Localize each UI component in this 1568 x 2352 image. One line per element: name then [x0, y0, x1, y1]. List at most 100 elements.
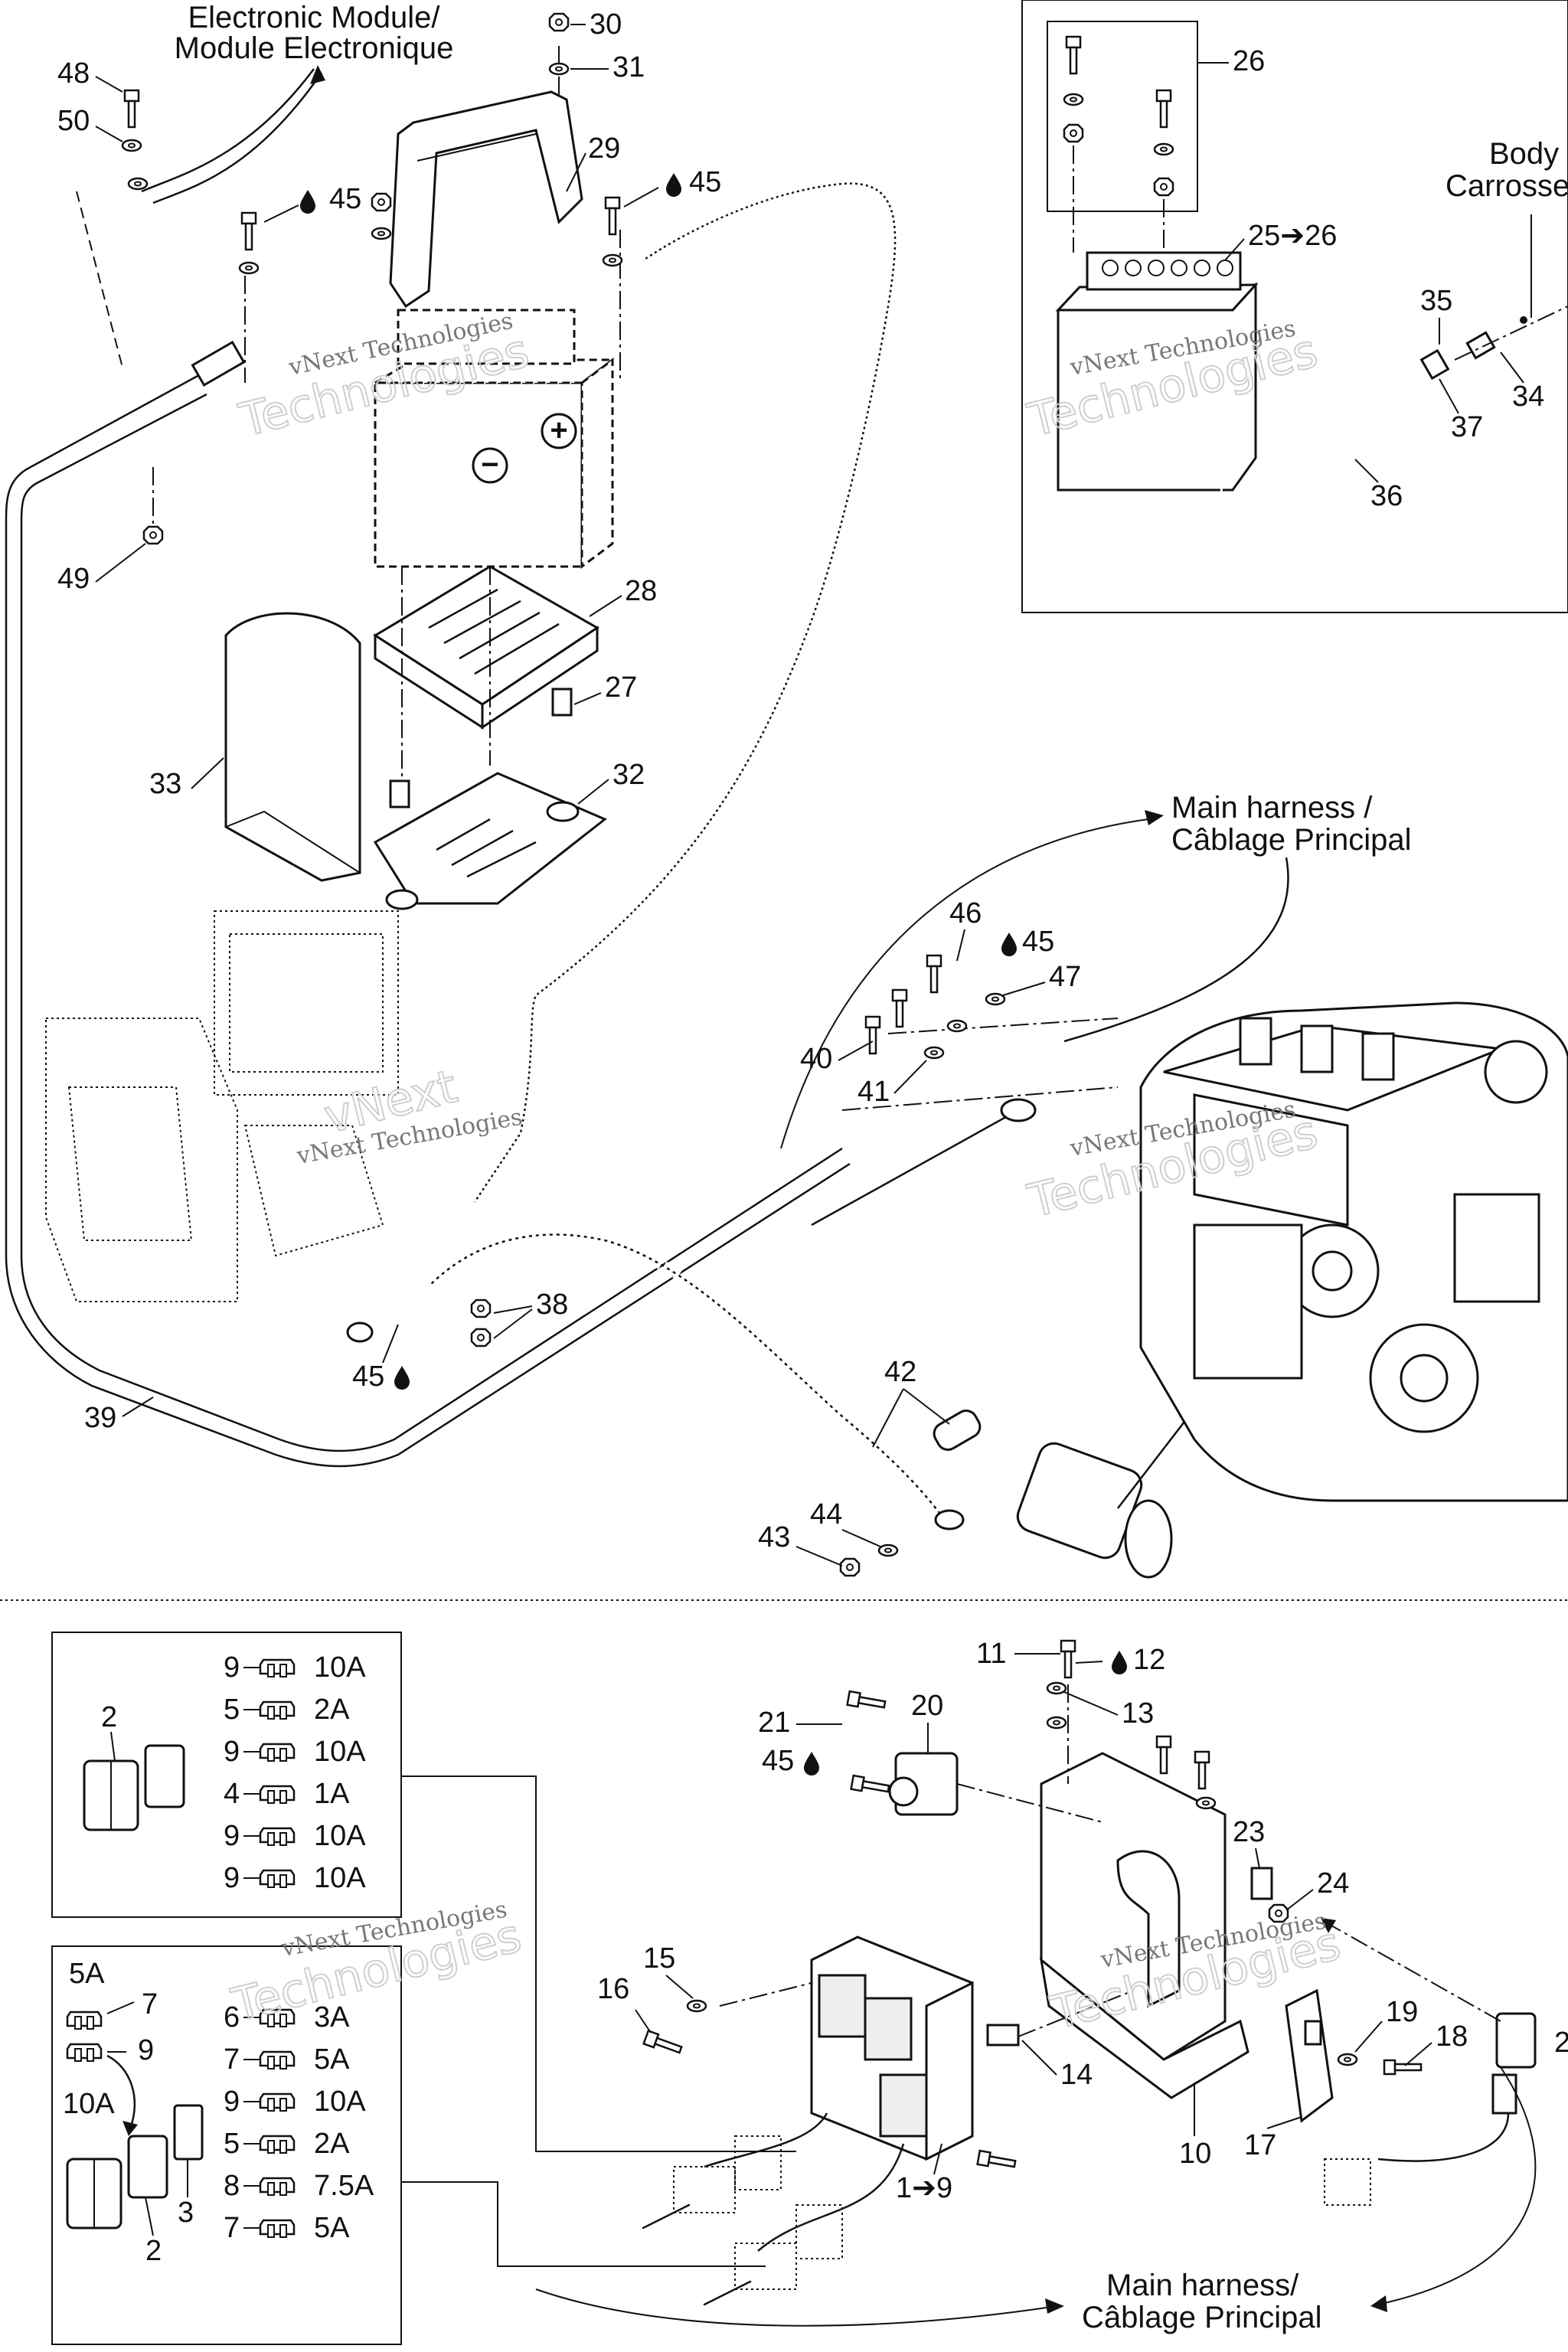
- svg-text:49: 49: [57, 563, 90, 595]
- svg-text:10A: 10A: [314, 2086, 366, 2118]
- fuse-box-module: [810, 1936, 974, 2161]
- svg-text:40: 40: [800, 1043, 832, 1075]
- starter-motor: [1016, 1442, 1173, 1579]
- fuse-icon: [259, 1700, 296, 1720]
- svg-text:2A: 2A: [314, 2128, 350, 2160]
- battery: [371, 309, 616, 569]
- svg-text:10A: 10A: [314, 1820, 366, 1852]
- harness-wire: [704, 2112, 828, 2168]
- main-harness-label-fr: Câblage Principal: [1171, 823, 1412, 857]
- svg-text:15: 15: [643, 1942, 675, 1975]
- svg-text:23: 23: [1233, 1816, 1265, 1848]
- fuse-panel-2-frame: [51, 1945, 402, 2345]
- svg-text:41: 41: [858, 1076, 890, 1108]
- electronic-module-label: Electronic Module/: [188, 1, 440, 34]
- svg-text:10A: 10A: [63, 2088, 115, 2120]
- mounting-bracket: [1039, 1752, 1250, 2099]
- svg-text:2: 2: [1554, 2027, 1568, 2059]
- watermark: vNext Technologies Technologies vNext Te…: [226, 308, 1347, 2041]
- svg-text:34: 34: [1512, 381, 1544, 413]
- clip: [986, 2024, 1020, 2047]
- svg-text:10A: 10A: [314, 1862, 366, 1894]
- module-leader: [141, 68, 315, 193]
- main-harness-label: Main harness /: [1171, 791, 1373, 825]
- svg-text:48: 48: [57, 57, 90, 90]
- inset-bolts: [1063, 35, 1174, 253]
- svg-text:27: 27: [605, 671, 637, 704]
- svg-text:7: 7: [224, 2212, 240, 2244]
- relay: [888, 1752, 959, 1816]
- svg-text:24: 24: [1317, 1867, 1349, 1900]
- part-callouts: 48 50 45 45 30 31 29 49 28 27 32 33 46 4…: [57, 8, 1568, 2267]
- svg-text:13: 13: [1122, 1697, 1154, 1730]
- svg-text:35: 35: [1420, 285, 1452, 317]
- svg-text:2A: 2A: [314, 1694, 350, 1726]
- svg-text:−: −: [481, 448, 498, 482]
- svg-text:45: 45: [329, 183, 361, 215]
- battery-strap: [389, 90, 583, 309]
- battery-plus-terminal: +: [541, 413, 577, 449]
- battery-kit-inset-frame: [1021, 0, 1568, 613]
- svg-text:1A: 1A: [314, 1778, 350, 1810]
- svg-text:8: 8: [224, 2170, 240, 2202]
- fuse-holder-clip: [173, 2104, 204, 2161]
- fuse-icon: [259, 2177, 296, 2197]
- svg-text:25➔26: 25➔26: [1248, 220, 1337, 252]
- svg-text:12: 12: [1133, 1644, 1165, 1676]
- ground-cable: [5, 374, 851, 1468]
- battery-support-plate: [373, 772, 607, 910]
- svg-text:31: 31: [612, 51, 645, 83]
- fuse-icon: [259, 1785, 296, 1805]
- svg-text:45: 45: [352, 1361, 384, 1393]
- fuse-icon: [259, 1827, 296, 1847]
- svg-text:3A: 3A: [314, 2001, 350, 2034]
- fuse-icon: [66, 2043, 103, 2063]
- svg-text:29: 29: [588, 132, 620, 165]
- svg-text:5: 5: [224, 2128, 240, 2160]
- battery-cover: [224, 612, 361, 882]
- svg-text:9: 9: [224, 2086, 240, 2118]
- svg-text:7.5A: 7.5A: [314, 2170, 374, 2202]
- svg-text:32: 32: [612, 759, 645, 791]
- svg-text:9: 9: [224, 1820, 240, 1852]
- svg-text:3: 3: [178, 2197, 194, 2229]
- svg-text:50: 50: [57, 105, 90, 137]
- svg-text:37: 37: [1451, 411, 1483, 443]
- harness-plug: [703, 2280, 752, 2306]
- svg-text:6: 6: [224, 2001, 240, 2034]
- svg-text:2: 2: [101, 1701, 117, 1733]
- ground-strap: [811, 1109, 1019, 1227]
- svg-text:18: 18: [1436, 2020, 1468, 2053]
- clip: [1250, 1867, 1273, 1900]
- svg-text:4: 4: [224, 1778, 240, 1810]
- svg-text:42: 42: [884, 1356, 916, 1388]
- switch: [1285, 1988, 1334, 2123]
- fuse-panel-1-frame: [51, 1632, 402, 1918]
- main-harness-label-fr: Câblage Principal: [1082, 2301, 1322, 2334]
- svg-text:10A: 10A: [314, 1651, 366, 1684]
- svg-text:9: 9: [224, 1736, 240, 1768]
- fuse-holder: [83, 1744, 185, 1831]
- electronic-module-label-fr: Module Electronique: [175, 31, 454, 65]
- body-label-fr: Carrosse: [1446, 169, 1568, 203]
- bolt-kit-inset-frame: [1047, 21, 1198, 212]
- svg-text:7: 7: [142, 1988, 158, 2020]
- svg-text:14: 14: [1060, 2059, 1093, 2091]
- svg-text:2: 2: [145, 2235, 162, 2267]
- svg-text:45: 45: [689, 166, 721, 198]
- svg-text:44: 44: [810, 1498, 842, 1530]
- electronic-module: [45, 910, 399, 1302]
- svg-text:5: 5: [224, 1694, 240, 1726]
- small-battery: [1055, 251, 1259, 492]
- svg-text:39: 39: [84, 1402, 116, 1434]
- svg-text:33: 33: [149, 768, 181, 800]
- svg-text:16: 16: [597, 1973, 629, 2005]
- svg-text:1➔9: 1➔9: [896, 2172, 952, 2204]
- svg-text:10A: 10A: [314, 1736, 366, 1768]
- connector: [1491, 2073, 1517, 2115]
- svg-text:10: 10: [1179, 2138, 1211, 2170]
- svg-text:17: 17: [1244, 2129, 1276, 2161]
